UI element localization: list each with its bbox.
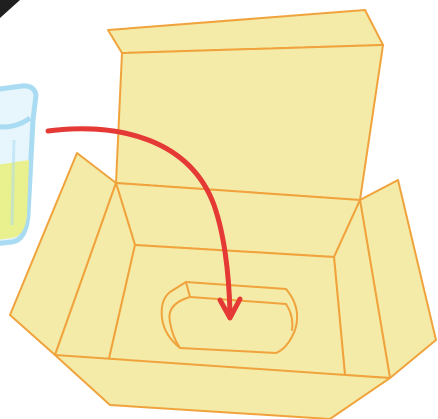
box-lid-flap [107, 9, 384, 201]
beaker-liquid [0, 160, 29, 240]
insertion-arrow [45, 126, 243, 321]
corner-mark [0, 0, 20, 18]
beaker-icon [0, 83, 39, 246]
box-front-flap [54, 354, 391, 419]
